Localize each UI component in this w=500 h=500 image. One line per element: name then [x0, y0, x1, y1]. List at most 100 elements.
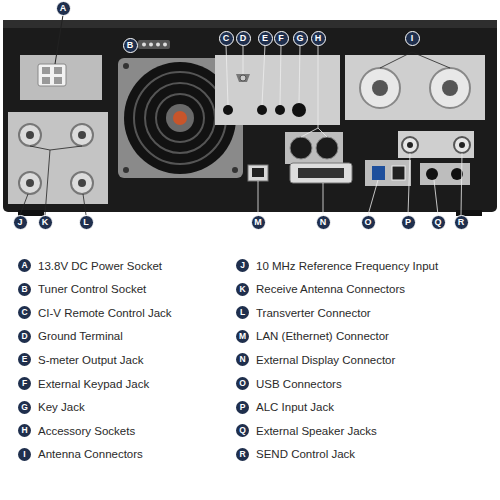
legend-item: ES-meter Output Jack [18, 353, 143, 366]
legend-item: J 10 MHz Reference Frequency Input [236, 259, 438, 272]
part-name: SEND Control Jack [256, 448, 355, 460]
label-plate [215, 55, 340, 125]
socket-pin [54, 67, 62, 74]
part-name: Ground Terminal [38, 330, 123, 342]
callout-letter: M [254, 217, 262, 227]
leader-line [20, 194, 28, 215]
part-name: Transverter Connector [256, 307, 371, 319]
leader-line [301, 45, 318, 137]
accessory-socket [290, 137, 312, 159]
dvi-connector [290, 163, 352, 183]
lan-connector [248, 165, 268, 181]
part-name: 13.8V DC Power Socket [38, 260, 162, 272]
fan-sticker [173, 111, 187, 125]
socket-pin [149, 43, 153, 47]
callout-letter: H [315, 33, 322, 43]
leader-line [30, 146, 50, 215]
callout-letter: D [240, 33, 247, 43]
speaker-jack [426, 168, 438, 180]
callout-badge: C [219, 31, 234, 46]
part-name: Receive Antenna Connectors [256, 283, 405, 295]
callout-letter: R [236, 448, 249, 461]
connector-center [372, 80, 388, 96]
usb-connector [372, 166, 385, 180]
legend-item: PALC Input Jack [236, 401, 334, 414]
bnc-connector [19, 124, 41, 146]
legend-item: HAccessory Sockets [18, 424, 135, 437]
socket-pin [42, 77, 50, 84]
socket-pin [156, 43, 160, 47]
leader-line [55, 15, 63, 64]
dc-socket [38, 64, 66, 86]
part-name: 10 MHz Reference Frequency Input [256, 260, 438, 272]
key-jack [292, 103, 306, 117]
connector-center [26, 131, 34, 139]
usb-connector [392, 166, 405, 180]
dvi-port [298, 168, 344, 178]
ground-screw [240, 75, 246, 81]
legend-item: K Receive Antenna Connectors [236, 283, 405, 296]
callout-letter: D [18, 330, 31, 343]
callout-letter: Q [236, 424, 249, 437]
jack-center [407, 142, 413, 148]
leader-line [226, 45, 228, 105]
jack [257, 105, 267, 115]
part-name: External Speaker Jacks [256, 425, 377, 437]
legend-item: GKey Jack [18, 401, 85, 414]
callout-badge: L [79, 215, 94, 230]
callout-letter: J [17, 217, 22, 227]
jack [275, 105, 285, 115]
part-name: Accessory Sockets [38, 425, 135, 437]
screw [123, 63, 129, 69]
callout-letter: K [236, 283, 249, 296]
callout-letter: I [18, 448, 31, 461]
label-plate [420, 163, 470, 185]
jack-center [459, 142, 465, 148]
callout-letter: B [18, 283, 31, 296]
callout-letter: P [405, 217, 411, 227]
connector-center [442, 80, 458, 96]
part-name: Key Jack [38, 401, 85, 413]
callout-letter: L [236, 306, 249, 319]
callout-letter: M [236, 330, 249, 343]
callout-badge: P [401, 215, 416, 230]
leader-line [262, 45, 265, 105]
callout-letter: J [236, 259, 249, 272]
phono-jack [402, 137, 418, 153]
connector-center [26, 179, 34, 187]
callout-letter: C [18, 306, 31, 319]
callout-badge: N [316, 215, 331, 230]
leader-line [408, 153, 410, 215]
leader-line [368, 180, 378, 215]
panel-lip [3, 20, 497, 28]
antenna-connector [360, 68, 400, 108]
callout-badge: J [13, 215, 28, 230]
callout-badge: A [56, 1, 71, 16]
tuner-socket [138, 40, 170, 49]
leader-line [243, 45, 244, 74]
leader-line [258, 181, 259, 215]
part-name: Tuner Control Socket [38, 283, 146, 295]
bnc-connector [71, 172, 93, 194]
callout-letter: N [236, 353, 249, 366]
callout-letter: L [83, 217, 89, 227]
callout-letter: B [127, 40, 134, 50]
socket-pin [42, 67, 50, 74]
legend-item: D Ground Terminal [18, 330, 123, 343]
part-name: S-meter Output Jack [38, 354, 143, 366]
grill-ring [145, 83, 215, 153]
bnc-connector [19, 172, 41, 194]
label-plate [398, 131, 474, 158]
callout-letter: Q [434, 217, 441, 227]
callout-letter: A [60, 3, 67, 13]
callout-letter: G [296, 33, 303, 43]
callout-badge: K [38, 215, 53, 230]
part-name: External Keypad Jack [38, 378, 149, 390]
legend-item: A13.8V DC Power Socket [18, 259, 162, 272]
callout-letter: C [223, 33, 230, 43]
antenna-connector [430, 68, 470, 108]
legend-item: FExternal Keypad Jack [18, 377, 149, 390]
callout-badge: B [123, 38, 138, 53]
screw [123, 167, 129, 173]
label-plate [365, 160, 411, 186]
